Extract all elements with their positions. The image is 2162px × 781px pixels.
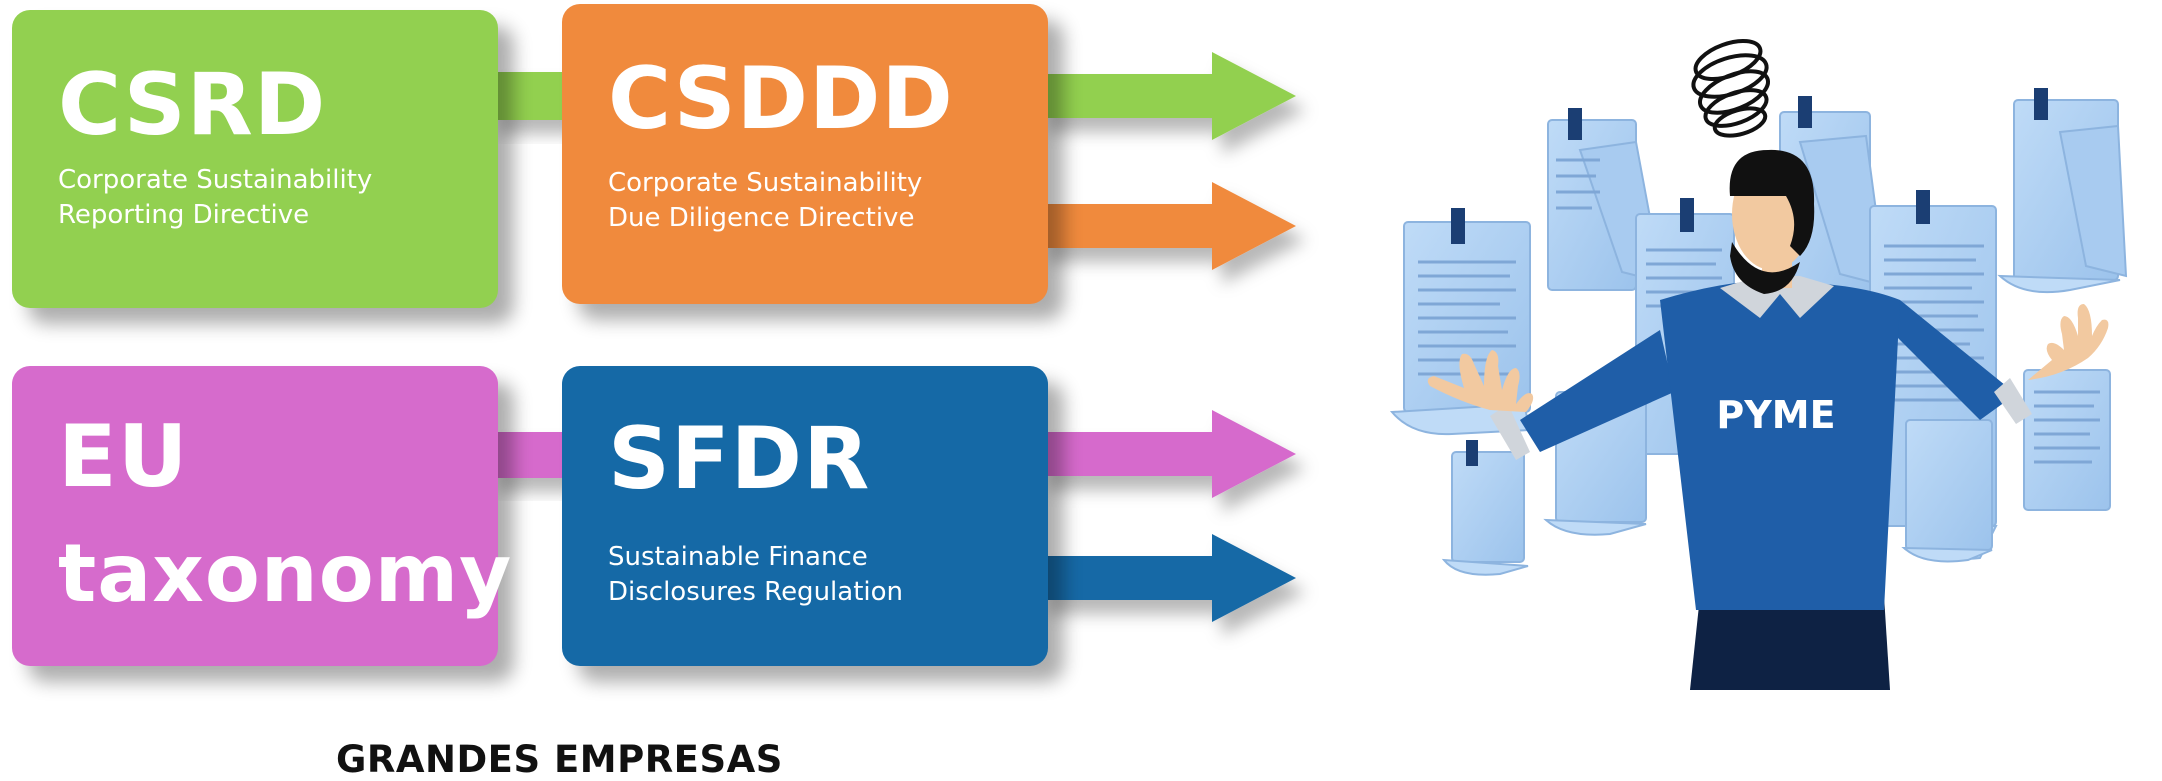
eu-title-line1: EU xyxy=(58,407,189,507)
sfdr-subtitle-line1: Sustainable Finance xyxy=(608,542,868,572)
document-icon xyxy=(2023,369,2111,511)
stress-scribble-icon xyxy=(1691,38,1770,138)
csrd-subtitle-line2: Reporting Directive xyxy=(58,200,310,230)
document-icon xyxy=(1901,419,1993,563)
arrow-green xyxy=(1040,52,1296,140)
document-icon xyxy=(1389,208,1532,436)
connector-eu-sfdr xyxy=(490,432,570,478)
sfdr-box: SFDR Sustainable Finance Disclosures Reg… xyxy=(562,366,1048,666)
document-icon xyxy=(1779,96,1888,303)
person-figure xyxy=(1427,38,2109,690)
csddd-subtitle-line2: Due Diligence Directive xyxy=(608,203,915,233)
arrow-blue xyxy=(1040,534,1296,622)
csddd-box: CSDDD Corporate Sustainability Due Dilig… xyxy=(562,4,1048,304)
eu-taxonomy-box: EU taxonomy xyxy=(12,366,511,666)
grandes-empresas-label: GRANDES EMPRESAS xyxy=(336,738,783,781)
csddd-subtitle: Corporate Sustainability Due Diligence D… xyxy=(608,166,922,236)
csddd-subtitle-line1: Corporate Sustainability xyxy=(608,168,923,198)
csddd-title: CSDDD xyxy=(608,49,954,149)
sfdr-subtitle: Sustainable Finance Disclosures Regulati… xyxy=(608,540,903,610)
connector-csrd-csddd xyxy=(490,72,570,120)
sfdr-title: SFDR xyxy=(608,409,871,509)
csrd-subtitle-line1: Corporate Sustainability xyxy=(58,165,373,195)
pyme-shirt-label: PYME xyxy=(1716,393,1835,437)
csrd-title: CSRD xyxy=(58,55,327,155)
document-icon xyxy=(1441,440,1529,576)
arrow-pink xyxy=(1040,410,1296,498)
sfdr-subtitle-line2: Disclosures Regulation xyxy=(608,577,904,607)
arrow-orange xyxy=(1040,182,1296,270)
csrd-subtitle: Corporate Sustainability Reporting Direc… xyxy=(58,163,372,233)
document-icon xyxy=(1997,88,2128,294)
eu-title-line2: taxonomy xyxy=(58,527,513,620)
csrd-box: CSRD Corporate Sustainability Reporting … xyxy=(12,10,498,308)
